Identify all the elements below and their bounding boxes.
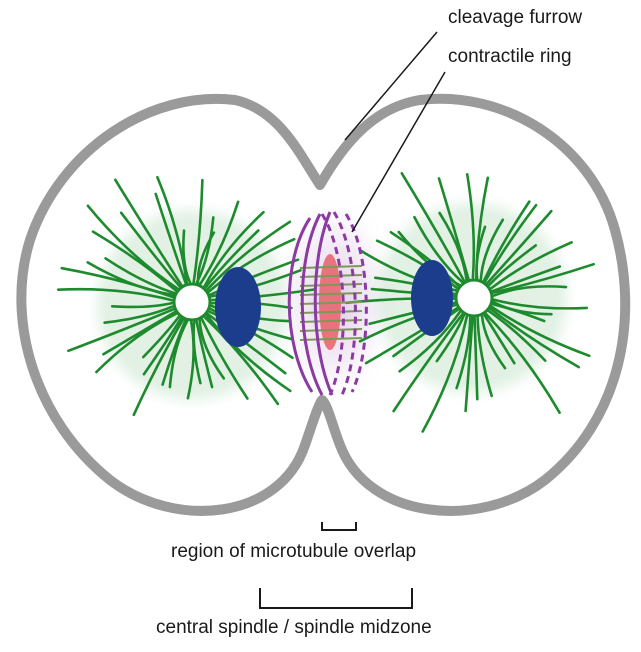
contractile-ring-label: contractile ring [448, 47, 572, 66]
cleavage-furrow-label: cleavage furrow [448, 8, 582, 27]
microtubule-overlap-label: region of microtubule overlap [171, 542, 416, 561]
left-centrosome [174, 284, 210, 320]
spindle-midzone-label: central spindle / spindle midzone [156, 618, 432, 637]
midzone-bracket [260, 588, 412, 608]
overlap-bracket [322, 522, 356, 530]
right-centrosome [456, 280, 492, 316]
right-chromosome-mass [411, 260, 453, 336]
left-chromosome-mass [215, 267, 261, 347]
